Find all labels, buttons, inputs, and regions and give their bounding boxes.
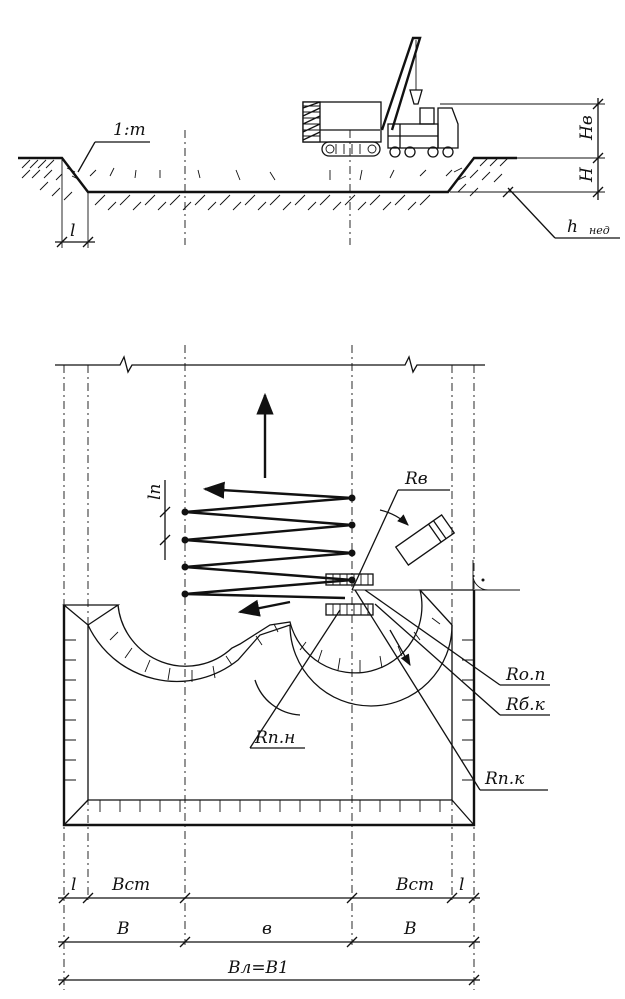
dim-b-right: В bbox=[403, 919, 417, 939]
label-rpn: Rп.н bbox=[254, 728, 295, 748]
dim-l-section: l bbox=[70, 221, 75, 241]
ground-hatch-left bbox=[21, 159, 73, 201]
dim-l-right: l bbox=[459, 875, 464, 895]
rop-leader bbox=[364, 589, 501, 686]
dim-hv: Hв bbox=[577, 115, 597, 141]
rv-leader bbox=[351, 489, 399, 591]
tick-h-bottom bbox=[592, 186, 604, 198]
rpk-leader bbox=[354, 589, 481, 791]
dim-b-mid: в bbox=[262, 919, 272, 939]
dim-h-ned: h bbox=[567, 217, 578, 237]
dim-b-left: В bbox=[116, 919, 130, 939]
tick-ln-2 bbox=[159, 534, 171, 546]
label-rv: Rв bbox=[404, 469, 428, 489]
ground-hatch-right bbox=[457, 157, 509, 197]
h-ned-leader bbox=[507, 187, 556, 239]
dim-total: Вл=В1 bbox=[227, 958, 289, 978]
tick-hv-top bbox=[592, 98, 604, 110]
excavator bbox=[302, 36, 423, 157]
label-rop: Rо.п bbox=[505, 665, 545, 685]
rv-arc bbox=[379, 509, 409, 526]
dim-h: H bbox=[577, 166, 597, 183]
tick-h-ned bbox=[502, 186, 514, 198]
scallop-faces bbox=[87, 589, 453, 707]
rpn-arc bbox=[254, 679, 301, 716]
bottom-hatch bbox=[94, 194, 431, 211]
tick-l-right bbox=[82, 236, 94, 248]
dim-h-ned-sub: нед bbox=[589, 224, 610, 237]
plan-view: ln Rв bbox=[55, 345, 550, 990]
tick-h-top bbox=[592, 152, 604, 164]
tick-l-left bbox=[56, 236, 68, 248]
label-rbk: Rб.к bbox=[505, 695, 546, 715]
rpk-arrow bbox=[389, 629, 411, 667]
cross-section: 1:m bbox=[18, 36, 620, 248]
dim-ln: ln bbox=[145, 484, 165, 500]
slope-label: 1:m bbox=[113, 120, 146, 140]
rpn-leader bbox=[249, 609, 341, 749]
dim-bst-left: Вст bbox=[111, 875, 150, 895]
label-rpk: Rп.к bbox=[484, 769, 525, 789]
slope-leader-d bbox=[77, 141, 96, 173]
dim-l-left: l bbox=[71, 875, 76, 895]
excavator-plan bbox=[325, 573, 374, 616]
dump-truck bbox=[387, 107, 459, 158]
slope-ticks bbox=[66, 167, 467, 181]
truck-plan bbox=[394, 514, 456, 566]
dim-bst-right: Вст bbox=[395, 875, 434, 895]
pit-profile bbox=[18, 156, 517, 194]
rbk-leader bbox=[374, 603, 501, 716]
break-line bbox=[55, 355, 485, 374]
tick-ln-1 bbox=[159, 506, 171, 518]
pit-outline bbox=[62, 589, 476, 827]
zigzag-path bbox=[181, 481, 356, 617]
right-angle-arc bbox=[472, 574, 489, 591]
